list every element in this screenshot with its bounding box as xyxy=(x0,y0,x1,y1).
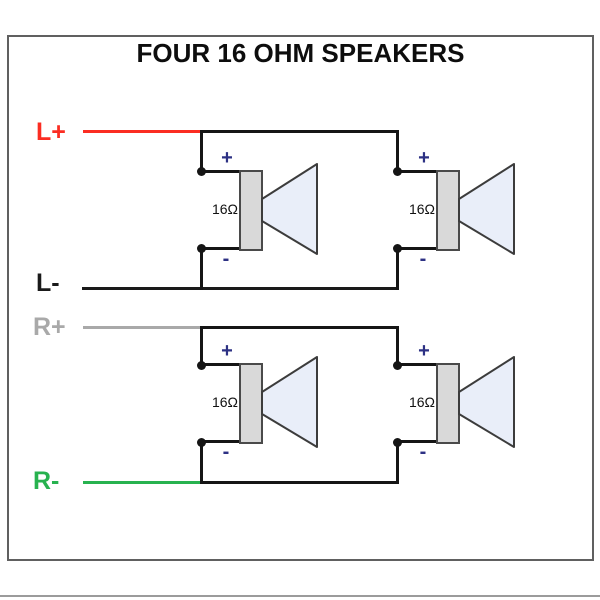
junction-dot-s4-minus xyxy=(393,438,402,447)
wire-l-plus-bus-segment xyxy=(200,130,399,133)
diagram-title: FOUR 16 OHM SPEAKERS xyxy=(136,38,465,68)
lead-s4-plus xyxy=(397,363,438,366)
plus-terminal-label: + xyxy=(418,147,430,169)
terminal-label-l-plus: L+ xyxy=(36,118,66,146)
speaker-3: + 16Ω - xyxy=(197,341,327,466)
speaker-magnet xyxy=(436,170,460,251)
junction-dot-s3-minus xyxy=(197,438,206,447)
minus-terminal-label: - xyxy=(222,248,230,270)
wire-l-minus-riser-left xyxy=(200,247,203,290)
wire-r-plus-bus-segment xyxy=(200,326,399,329)
terminal-label-l-minus: L- xyxy=(36,269,60,297)
terminal-label-r-minus: R- xyxy=(33,467,60,495)
speaker-1: + 16Ω - xyxy=(197,148,327,273)
impedance-label: 16Ω xyxy=(211,394,238,410)
wire-l-plus-source-segment xyxy=(83,130,202,133)
diagram-border-box xyxy=(7,35,594,561)
speaker-cone-icon xyxy=(261,356,318,448)
junction-dot-s4-plus xyxy=(393,361,402,370)
bottom-divider xyxy=(0,595,600,597)
speaker-4: + 16Ω - xyxy=(394,341,524,466)
wire-l-minus-bus-segment xyxy=(82,287,399,290)
wire-l-plus-drop-right xyxy=(396,130,399,174)
lead-s3-minus xyxy=(201,440,241,443)
lead-s2-minus xyxy=(397,247,438,250)
wire-l-minus-riser-right xyxy=(396,247,399,290)
plus-terminal-label: + xyxy=(221,147,233,169)
lead-s4-minus xyxy=(397,440,438,443)
lead-s2-plus xyxy=(397,170,438,173)
speaker-magnet xyxy=(239,363,263,444)
wire-r-minus-riser-right xyxy=(396,440,399,484)
plus-terminal-label: + xyxy=(221,340,233,362)
impedance-label: 16Ω xyxy=(408,201,435,217)
lead-s1-minus xyxy=(201,247,241,250)
wire-r-plus-drop-left xyxy=(200,326,203,368)
wire-r-minus-source-segment xyxy=(83,481,203,484)
speaker-magnet xyxy=(239,170,263,251)
lead-s1-plus xyxy=(201,170,241,173)
wire-r-minus-riser-left xyxy=(200,440,203,484)
wire-r-plus-drop-right xyxy=(396,326,399,368)
junction-dot-s1-minus xyxy=(197,244,206,253)
speaker-magnet xyxy=(436,363,460,444)
wire-r-plus-source-segment xyxy=(83,326,202,329)
wire-r-minus-bus-segment xyxy=(200,481,399,484)
minus-terminal-label: - xyxy=(419,248,427,270)
lead-s3-plus xyxy=(201,363,241,366)
impedance-label: 16Ω xyxy=(211,201,238,217)
speaker-2: + 16Ω - xyxy=(394,148,524,273)
speaker-cone-icon xyxy=(261,163,318,255)
terminal-label-r-plus: R+ xyxy=(33,313,66,341)
junction-dot-s1-plus xyxy=(197,167,206,176)
plus-terminal-label: + xyxy=(418,340,430,362)
junction-dot-s2-plus xyxy=(393,167,402,176)
wire-l-plus-drop-left xyxy=(200,130,203,174)
junction-dot-s2-minus xyxy=(393,244,402,253)
minus-terminal-label: - xyxy=(222,441,230,463)
speaker-cone-icon xyxy=(458,163,515,255)
speaker-cone-icon xyxy=(458,356,515,448)
minus-terminal-label: - xyxy=(419,441,427,463)
junction-dot-s3-plus xyxy=(197,361,206,370)
impedance-label: 16Ω xyxy=(408,394,435,410)
